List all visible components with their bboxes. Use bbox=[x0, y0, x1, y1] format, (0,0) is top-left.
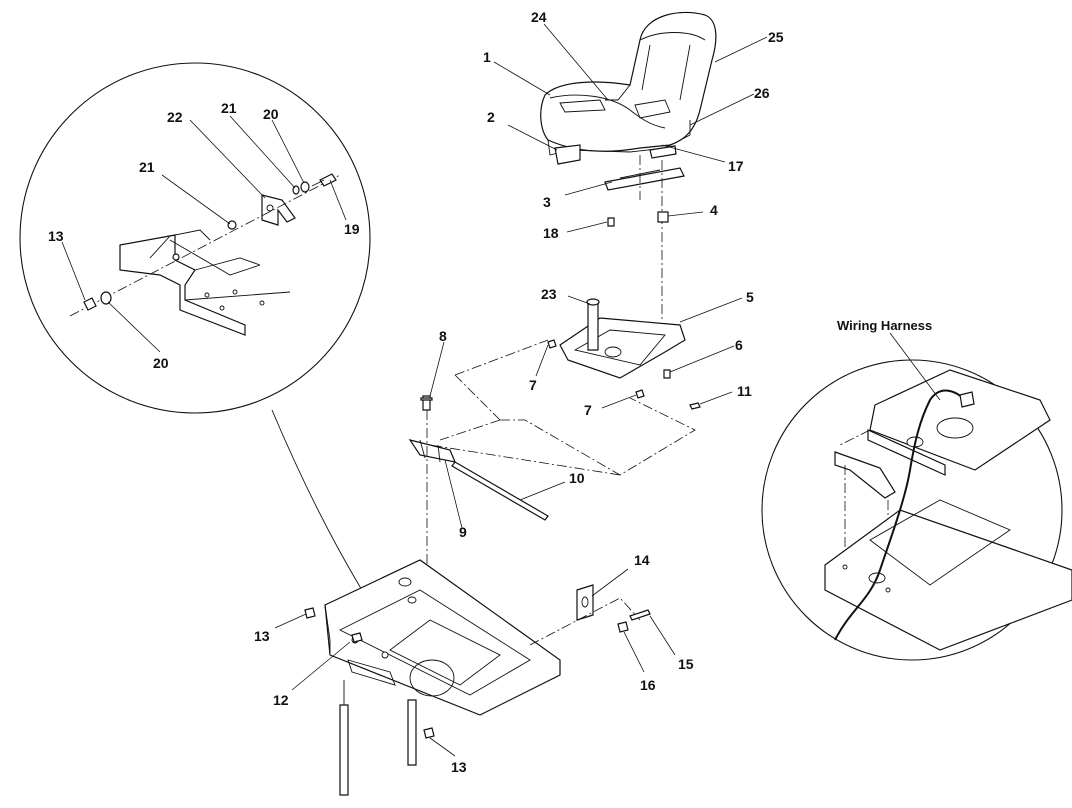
main-frame bbox=[274, 559, 676, 796]
detail-circle-right bbox=[761, 332, 1072, 661]
callout-8: 8 bbox=[439, 328, 447, 344]
callout-22: 22 bbox=[167, 109, 183, 125]
callout-12: 12 bbox=[273, 692, 289, 708]
callout-3: 3 bbox=[543, 194, 551, 210]
seat-plate bbox=[429, 295, 743, 476]
wiring-harness-label: Wiring Harness bbox=[837, 318, 932, 333]
callout-17: 17 bbox=[728, 158, 744, 174]
seat-assembly bbox=[493, 11, 768, 320]
callout-2: 2 bbox=[487, 109, 495, 125]
callout-20a: 20 bbox=[263, 106, 279, 122]
callout-21a: 21 bbox=[221, 100, 237, 116]
callout-5: 5 bbox=[746, 289, 754, 305]
callout-19: 19 bbox=[344, 221, 360, 237]
callout-7a: 7 bbox=[529, 377, 537, 393]
callout-21b: 21 bbox=[139, 159, 155, 175]
callout-26: 26 bbox=[754, 85, 770, 101]
callout-6: 6 bbox=[735, 337, 743, 353]
callout-13c: 13 bbox=[451, 759, 467, 775]
callout-labels: 1 2 3 4 5 6 7 7 8 9 10 11 12 13 13 13 14… bbox=[48, 9, 932, 775]
callout-25: 25 bbox=[768, 29, 784, 45]
seat-bracket-rod bbox=[408, 341, 701, 690]
callout-13a: 13 bbox=[48, 228, 64, 244]
callout-20b: 20 bbox=[153, 355, 169, 371]
callout-7b: 7 bbox=[584, 402, 592, 418]
callout-15: 15 bbox=[678, 656, 694, 672]
callout-11: 11 bbox=[737, 383, 752, 399]
callout-10: 10 bbox=[569, 470, 585, 486]
callout-24: 24 bbox=[531, 9, 547, 25]
detail-circle-left bbox=[19, 62, 431, 691]
callout-9: 9 bbox=[459, 524, 467, 540]
callout-14: 14 bbox=[634, 552, 650, 568]
callout-23: 23 bbox=[541, 286, 557, 302]
callout-1: 1 bbox=[483, 49, 491, 65]
callout-13b: 13 bbox=[254, 628, 270, 644]
callout-18: 18 bbox=[543, 225, 559, 241]
callout-16: 16 bbox=[640, 677, 656, 693]
callout-4: 4 bbox=[710, 202, 718, 218]
